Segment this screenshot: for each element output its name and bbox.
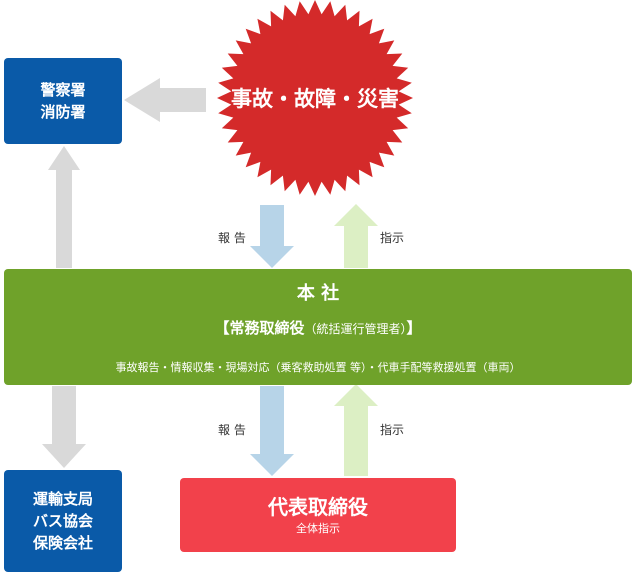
report-label-bottom: 報 告 <box>218 423 246 437</box>
arrow-instruct-bottom <box>334 384 378 476</box>
instruct-label-top: 指示 <box>380 231 405 245</box>
role-main: 【常務取締役 <box>214 319 305 337</box>
fire-label: 消防署 <box>40 103 86 121</box>
arrow-headoffice-transport <box>42 386 86 468</box>
arrow-instruct-top <box>334 204 378 268</box>
arrow-report-bottom <box>250 386 294 476</box>
role-sub: （統括運行管理者） <box>304 322 407 336</box>
police-fire-box: 警察署 消防署 <box>4 58 122 144</box>
arrow-report-top <box>250 205 294 268</box>
arrow-to-police <box>124 78 206 122</box>
transport-label-2: バス協会 <box>32 512 93 530</box>
head-office-duties: 事故報告・情報収集・現場対応（乗客救助処置 等）・代車手配等救援処置（車両） <box>115 361 521 374</box>
transport-label-1: 運輸支局 <box>32 490 93 508</box>
starburst-title: 事故・故障・災害 <box>231 87 399 111</box>
representative-box: 代表取締役 全体指示 <box>180 478 456 552</box>
police-label: 警察署 <box>40 81 86 99</box>
head-office-role: 【常務取締役（統括運行管理者）】 <box>4 317 632 338</box>
representative-title: 代表取締役 <box>268 495 368 519</box>
arrow-police-headoffice <box>48 146 80 268</box>
representative-sub: 全体指示 <box>296 522 340 535</box>
starburst-shape <box>217 0 413 196</box>
transport-box: 運輸支局 バス協会 保険会社 <box>4 470 122 572</box>
instruct-label-bottom: 指示 <box>380 423 405 437</box>
head-office-title: 本 社 <box>296 283 340 304</box>
head-office-box: 本 社 【常務取締役（統括運行管理者）】 事故報告・情報収集・現場対応（乗客救助… <box>4 269 632 385</box>
report-label-top: 報 告 <box>218 231 246 245</box>
transport-label-3: 保険会社 <box>32 534 93 552</box>
role-close: 】 <box>406 319 422 337</box>
